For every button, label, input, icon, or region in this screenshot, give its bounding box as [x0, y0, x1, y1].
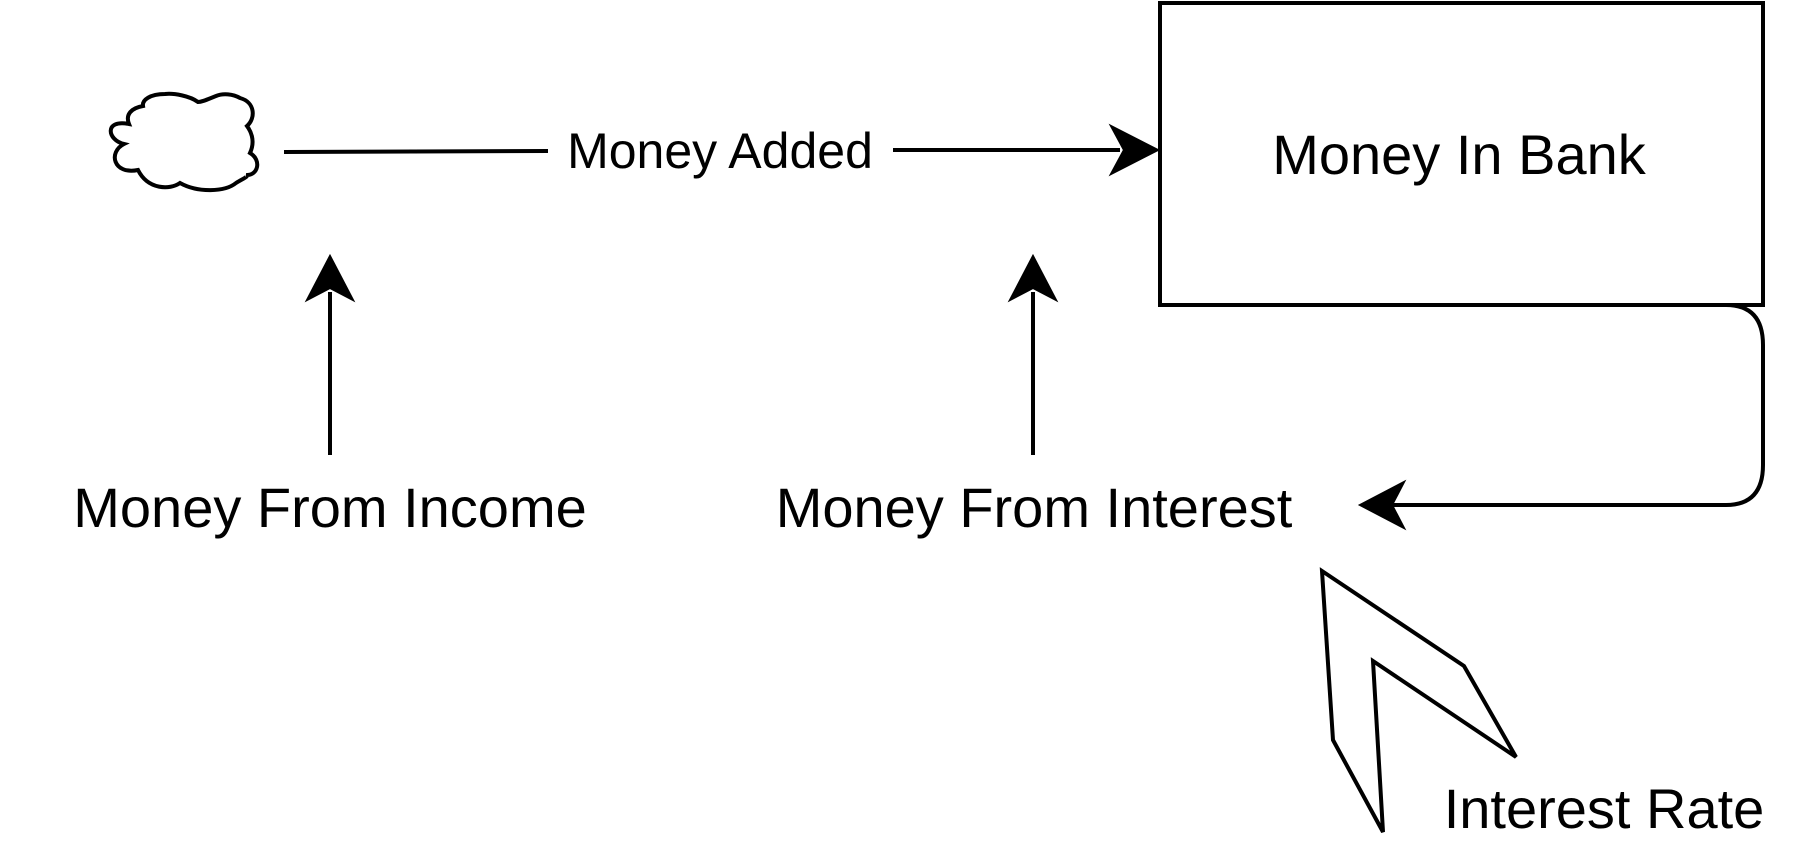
stock-label: Money In Bank	[1272, 123, 1647, 186]
interest-connector-arrowhead	[1007, 253, 1059, 303]
stock-box[interactable]	[1158, 1, 1765, 307]
feedback-connector-arrowhead	[1357, 479, 1407, 531]
feedback-connector-line	[1390, 303, 1765, 507]
flow-line-left	[283, 149, 549, 154]
flow-label: Money Added	[567, 123, 873, 179]
income-converter-label[interactable]: Money From Income	[73, 476, 587, 539]
rate-converter-label[interactable]: Interest Rate	[1444, 777, 1765, 840]
interest-converter-label[interactable]: Money From Interest	[776, 476, 1293, 539]
income-connector-arrowhead	[304, 253, 356, 303]
cloud-icon	[108, 91, 260, 193]
rate-connector-bolt	[1319, 567, 1518, 833]
flow-arrowhead	[1108, 123, 1161, 177]
